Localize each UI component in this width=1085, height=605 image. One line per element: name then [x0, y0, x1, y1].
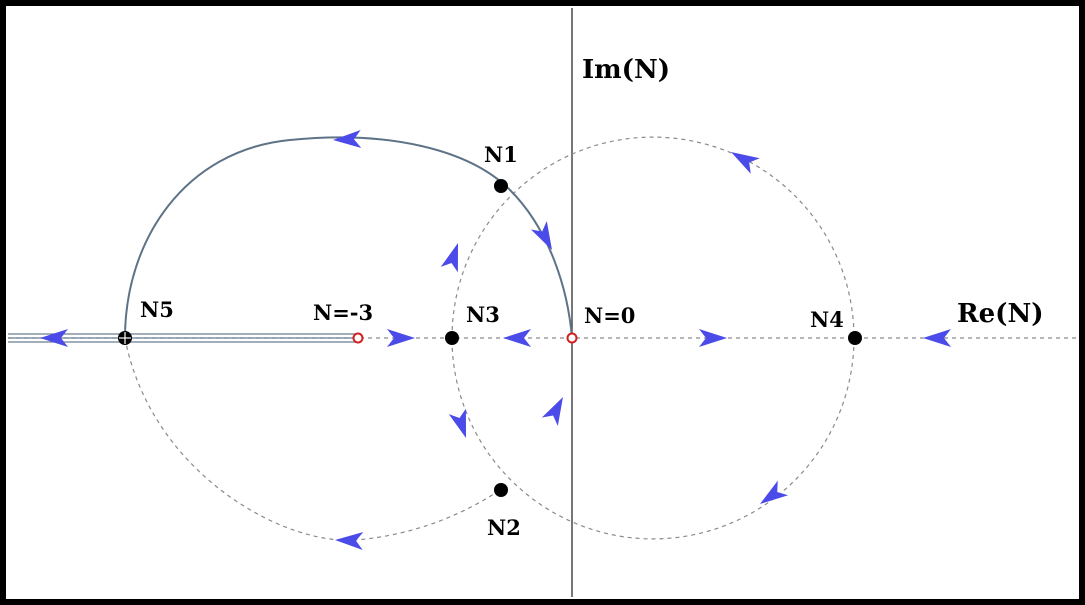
arrow-n4-to-n2: [760, 480, 789, 504]
label-n1: N1: [484, 142, 518, 167]
arrow-upper-arc: [333, 130, 362, 149]
point-n2: [494, 483, 508, 497]
arrowheads: [40, 130, 951, 550]
arrow-n2-to-n5: [335, 531, 364, 550]
arrow-to-n3: [387, 329, 415, 347]
arrow-n3-to-n2: [448, 408, 466, 438]
label-n5: N5: [140, 297, 174, 322]
point-n-zero: [566, 332, 578, 344]
imaginary-axis-label: Im(N): [582, 55, 670, 85]
point-n-minus-3: [352, 332, 364, 344]
label-n-minus-3: N=-3: [313, 300, 373, 325]
real-axis-label: Re(N): [957, 299, 1044, 329]
arrow-zero-to-n3: [503, 329, 531, 347]
point-n5: [118, 331, 132, 345]
arrow-n2-to-zero: [541, 397, 563, 426]
arrow-n4-to-n1: [731, 152, 760, 174]
arrow-branch-left: [40, 329, 68, 347]
lower-dashed-arc: [124, 337, 501, 541]
point-n4: [848, 331, 862, 345]
label-n-zero: N=0: [584, 303, 635, 328]
arrow-re-to-n4: [923, 329, 951, 347]
point-n1: [494, 179, 508, 193]
point-n3: [445, 331, 459, 345]
arrow-n1-to-zero: [530, 221, 552, 250]
branch-cut: [8, 333, 358, 343]
label-n2: N2: [487, 515, 521, 540]
arrow-zero-to-n4: [699, 329, 727, 347]
label-n4: N4: [810, 307, 844, 332]
label-n3: N3: [466, 302, 500, 327]
arrow-n3-to-n1: [440, 243, 458, 273]
